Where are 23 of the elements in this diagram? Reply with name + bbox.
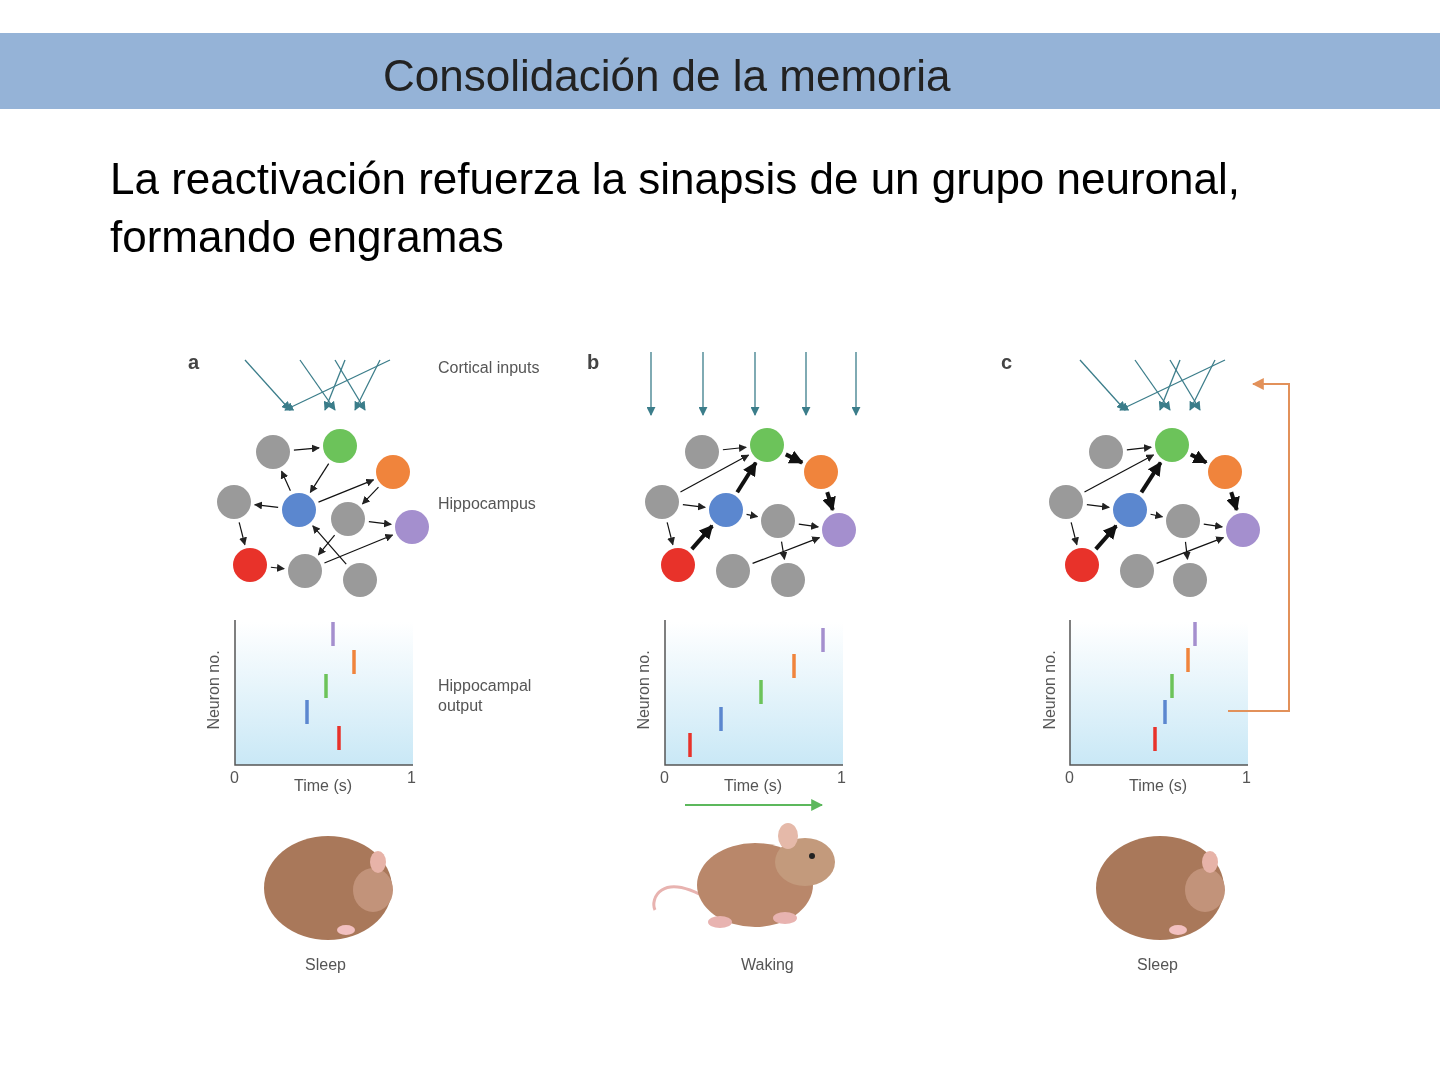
tick-label: 0 bbox=[230, 768, 239, 788]
axis-label: Neuron no. bbox=[204, 650, 223, 730]
panel-letter: c bbox=[1001, 352, 1013, 372]
axis-label: Neuron no. bbox=[634, 650, 653, 730]
caption: Sleep bbox=[1137, 955, 1178, 975]
caption: Sleep bbox=[305, 955, 346, 975]
region-label: Cortical inputs bbox=[438, 358, 541, 378]
tick-label: 0 bbox=[660, 768, 669, 788]
caption: Waking bbox=[741, 955, 794, 975]
panel-letter: a bbox=[188, 352, 200, 372]
axis-label: Neuron no. bbox=[1040, 650, 1059, 730]
subtitle: La reactivación refuerza la sinapsis de un grupo neuronal, formando engramas bbox=[110, 153, 1242, 263]
tick-label: 0 bbox=[1065, 768, 1074, 788]
axis-label: Time (s) bbox=[724, 776, 783, 796]
tick-label: 1 bbox=[407, 768, 416, 788]
region-label: Hippocampal output bbox=[438, 676, 533, 716]
title: Consolidación de la memoria bbox=[383, 50, 951, 102]
region-label: Hippocampus bbox=[438, 494, 537, 514]
panel-letter: b bbox=[587, 352, 600, 372]
tick-label: 1 bbox=[837, 768, 846, 788]
axis-label: Time (s) bbox=[1129, 776, 1188, 796]
tick-label: 1 bbox=[1242, 768, 1251, 788]
axis-label: Time (s) bbox=[294, 776, 353, 796]
